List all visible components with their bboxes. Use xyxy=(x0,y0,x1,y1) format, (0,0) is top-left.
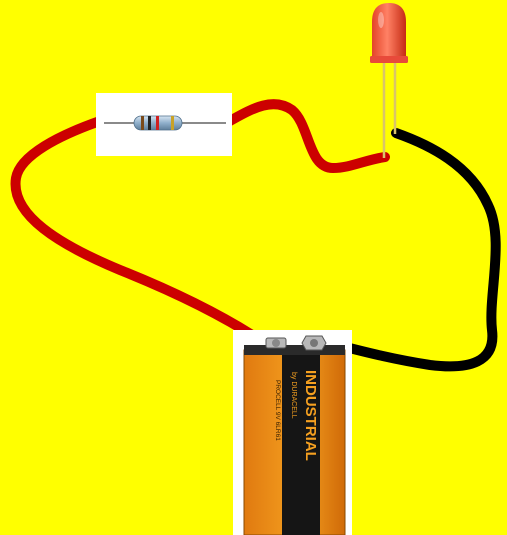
led-rim xyxy=(370,56,408,63)
battery-sub-text: by DURACELL xyxy=(290,372,297,419)
battery: INDUSTRIAL by DURACELL PROCELL 9V 6LR61 xyxy=(233,330,352,535)
battery-top-cap xyxy=(244,345,345,355)
led-highlight xyxy=(378,12,384,28)
red-wire-led xyxy=(228,104,385,168)
battery-positive-terminal xyxy=(266,338,286,348)
resistor xyxy=(96,93,232,156)
battery-brand-text: INDUSTRIAL xyxy=(302,370,319,461)
battery-negative-terminal xyxy=(302,336,326,350)
resistor-band-4 xyxy=(171,116,174,130)
led-dome xyxy=(372,3,406,60)
resistor-band-3 xyxy=(156,116,159,130)
resistor-band-2 xyxy=(148,116,151,130)
battery-side-text: PROCELL 9V 6LR61 xyxy=(274,380,281,441)
led xyxy=(370,3,408,158)
resistor-band-1 xyxy=(141,116,144,130)
